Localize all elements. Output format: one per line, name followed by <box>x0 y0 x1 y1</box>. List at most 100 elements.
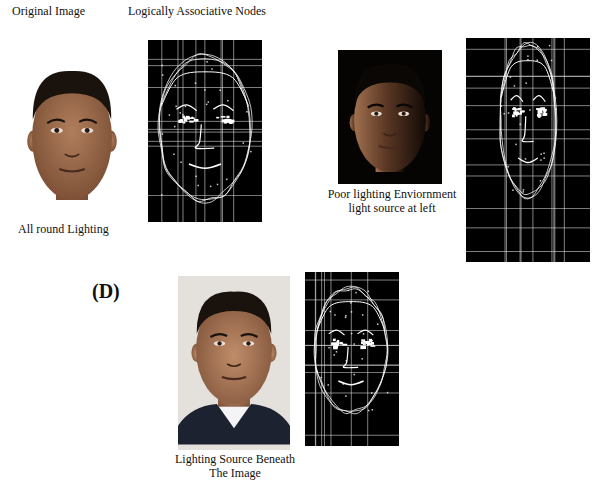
hairline-edge <box>161 72 248 107</box>
eye-node <box>333 346 338 349</box>
edge-dot <box>333 354 335 356</box>
nose <box>227 364 241 366</box>
eye-node <box>228 119 230 122</box>
eye-node <box>186 116 189 118</box>
edge-dot <box>217 184 219 186</box>
iris <box>402 112 406 116</box>
edge-dot <box>345 395 347 397</box>
mouth-edge <box>518 158 538 163</box>
edge-dot <box>226 179 228 181</box>
grid-line <box>466 208 590 209</box>
nose <box>65 154 79 156</box>
edge-dot <box>387 392 389 394</box>
edge-dot <box>320 377 322 379</box>
edge-dot <box>185 106 187 108</box>
grid-line <box>305 280 399 281</box>
edge-dot <box>536 59 538 61</box>
iris <box>54 128 59 133</box>
grid-line <box>305 392 399 393</box>
eye-node <box>184 120 187 122</box>
grid-line <box>305 435 399 436</box>
edge-dot <box>531 161 533 163</box>
edge-dot <box>348 290 350 292</box>
eye <box>51 128 63 134</box>
eye-node <box>512 114 515 117</box>
eye-node <box>361 346 366 349</box>
grid-line <box>305 345 399 346</box>
nose-edge <box>522 116 534 142</box>
edge-dot <box>372 409 374 411</box>
edge-dot <box>210 186 212 188</box>
eye-node <box>191 117 193 119</box>
edge-dot <box>540 153 542 155</box>
eye-node <box>370 345 375 347</box>
face-contour <box>159 54 250 204</box>
eye-node <box>538 110 541 113</box>
edge-dot <box>343 383 345 385</box>
edge-dot <box>500 105 502 107</box>
face-contour <box>159 54 250 199</box>
eyebrow <box>79 120 97 123</box>
edge-dot <box>361 358 363 360</box>
grid-line <box>466 164 590 165</box>
edge-dot <box>197 185 199 187</box>
mouth <box>222 377 246 379</box>
edge-dot <box>180 161 182 163</box>
edge-map-background <box>466 38 590 262</box>
iris <box>85 128 90 133</box>
edge-dot <box>351 311 353 313</box>
edge-dot <box>334 314 336 316</box>
eye-node <box>340 342 343 344</box>
brow-edge <box>357 330 373 335</box>
edge-dot <box>330 311 332 313</box>
suit-shoulders <box>178 404 290 445</box>
edge-dot <box>525 82 527 84</box>
edge-dot <box>206 104 208 106</box>
edge-dot <box>180 112 182 114</box>
edge-dot <box>250 151 252 153</box>
grid-line <box>520 38 521 262</box>
edge-dot <box>195 176 197 178</box>
edge-dot <box>353 343 355 345</box>
edge-map-background <box>305 272 399 446</box>
edge-dot <box>377 323 379 325</box>
shirt-collar <box>217 404 251 428</box>
edge-dot <box>525 158 527 160</box>
edge-dot <box>351 333 353 335</box>
edge-map <box>148 40 262 222</box>
eye-node <box>368 343 372 345</box>
grid-line <box>466 251 590 252</box>
mouth-edge <box>189 164 221 168</box>
grid-line <box>321 272 322 446</box>
edge-dot <box>206 61 208 63</box>
edge-dot <box>243 142 245 144</box>
eye-node <box>186 116 190 119</box>
edge-dot <box>327 384 329 386</box>
edge-map <box>466 38 590 262</box>
eye-node <box>512 108 516 110</box>
edge-dot <box>555 97 557 99</box>
eye-node <box>224 121 227 124</box>
eye-node <box>333 339 336 342</box>
edge-dot <box>514 85 516 87</box>
edge-dot <box>368 410 370 412</box>
edge-dot <box>175 85 177 87</box>
face-contour <box>315 287 387 414</box>
eye-node <box>538 115 540 118</box>
column-heading: Original Image <box>12 4 85 18</box>
eye-node <box>181 119 183 121</box>
edge-dot <box>543 152 545 154</box>
brow-edge <box>533 96 545 102</box>
iris <box>246 341 250 345</box>
eyebrow <box>210 334 227 337</box>
edge-dot <box>227 122 229 124</box>
edge-dot <box>345 315 347 317</box>
edge-dot <box>542 112 544 114</box>
eyebrow <box>47 120 65 123</box>
edge-dot <box>510 76 512 78</box>
edge-dot <box>520 124 522 126</box>
edge-dot <box>512 189 514 191</box>
grid-line <box>195 40 196 222</box>
